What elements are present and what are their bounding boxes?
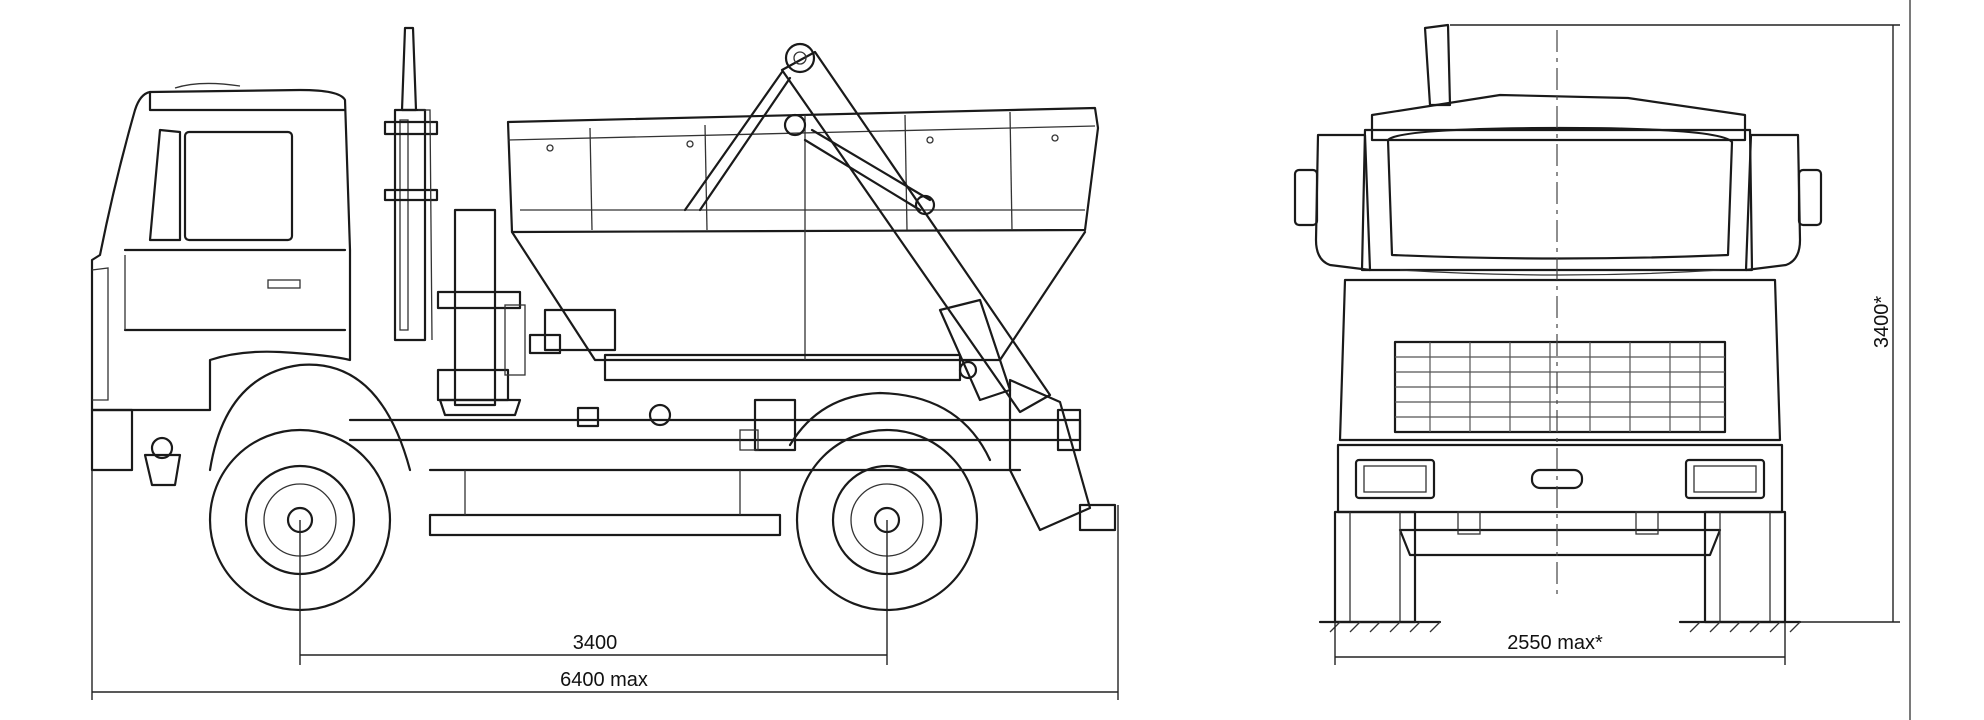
side-dimensions — [91, 470, 1119, 700]
exhaust-stack — [383, 26, 439, 342]
front-bumper — [1336, 443, 1784, 514]
side-view: 3400 6400 max — [90, 26, 1119, 700]
overall-height-label: 3400* — [1871, 296, 1893, 348]
cab — [90, 82, 352, 487]
wheelbase-label: 3400 — [573, 632, 618, 654]
rear-wheel — [788, 391, 992, 612]
front-exhaust — [1423, 23, 1452, 107]
skip-container — [506, 106, 1100, 362]
overall-width-label: 2550 max* — [1507, 632, 1603, 654]
front-dimensions — [1334, 24, 1900, 665]
front-wheel — [208, 363, 412, 612]
front-axle — [1398, 511, 1722, 557]
lift-arm — [683, 42, 1092, 532]
chassis — [348, 308, 1117, 537]
hydraulic-tank — [436, 208, 526, 417]
overall-length-label: 6400 max — [560, 669, 648, 691]
ground-hatch — [1318, 620, 1802, 633]
front-view: 2550 max* 3400* — [1293, 23, 1900, 665]
front-grille — [1338, 278, 1782, 442]
front-view-wheels — [1333, 510, 1787, 624]
front-cab — [1293, 93, 1823, 276]
